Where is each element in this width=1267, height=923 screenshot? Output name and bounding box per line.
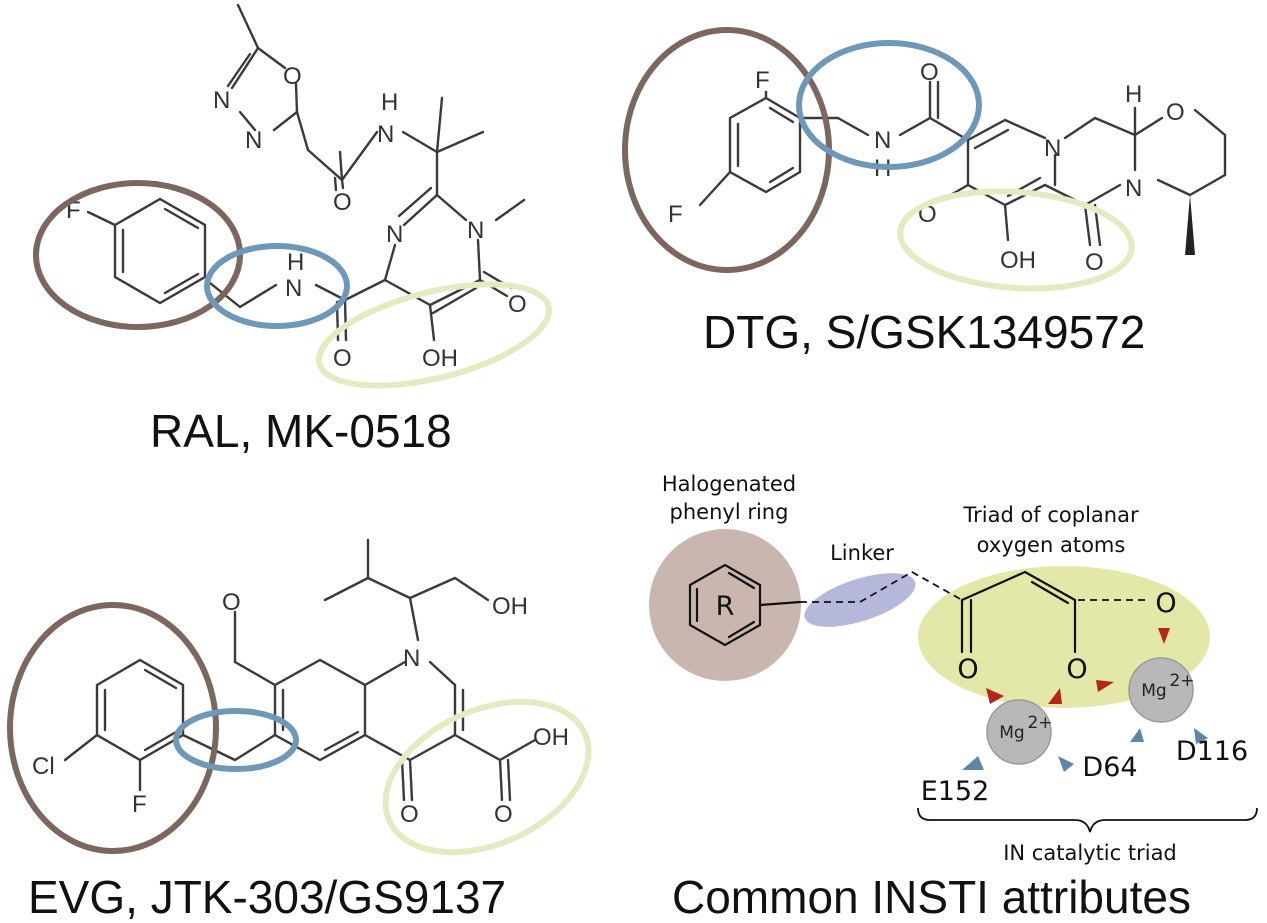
halogenated-label-line2: phenyl ring — [670, 500, 789, 524]
ral-chelating-highlight — [316, 281, 552, 389]
atom-oh: OH — [1000, 247, 1036, 274]
residue-d116: D116 — [1176, 736, 1248, 767]
residue-arrow — [1130, 728, 1144, 742]
atom-n: N — [874, 127, 891, 154]
atom-oh: OH — [533, 724, 569, 751]
atom-n: N — [377, 121, 394, 148]
residue-e152: E152 — [921, 776, 990, 807]
phenyl-ring-region — [649, 529, 801, 681]
halogenated-label-line1: Halogenated — [662, 472, 796, 496]
atom-o: O — [920, 59, 939, 86]
atom-o: O — [1085, 249, 1104, 276]
atom-f: F — [132, 791, 147, 818]
atom-oh: OH — [422, 345, 458, 372]
dtg-structure: F F O N H N H O N O OH O — [622, 27, 1227, 292]
dtg-chelating-highlight — [897, 188, 1135, 292]
atom-o: O — [1166, 99, 1185, 126]
evg-chelating-highlight — [382, 698, 592, 856]
mg-charge: 2+ — [1169, 671, 1194, 691]
atom-h: H — [1125, 81, 1142, 108]
atom-o: O — [400, 801, 419, 828]
ral-structure: O N N O H N N N O OH O H N F — [33, 3, 552, 389]
linker-region — [804, 573, 916, 627]
atom-oh: OH — [492, 593, 528, 620]
mg-label: Mg — [999, 723, 1024, 743]
atom-n: N — [285, 275, 302, 302]
mg-ion-a: Mg 2+ — [986, 699, 1053, 765]
mg-ion-b: Mg 2+ — [1128, 657, 1195, 723]
ral-phenyl-highlight — [33, 180, 243, 330]
coordination-arrow — [1096, 680, 1114, 692]
atom-n: N — [1044, 135, 1061, 162]
oxygen-atom-2: O — [1066, 654, 1087, 685]
evg-linker-highlight — [173, 708, 299, 772]
atom-o: O — [222, 589, 241, 616]
atom-cl: Cl — [32, 753, 55, 780]
mg-charge: 2+ — [1027, 713, 1052, 733]
residue-arrow — [962, 756, 984, 770]
atom-n: N — [245, 127, 262, 154]
atom-o: O — [333, 345, 352, 372]
catalytic-triad-brace — [917, 807, 1258, 833]
linker-label: Linker — [830, 541, 894, 565]
atom-n: N — [386, 221, 403, 248]
evg-structure: O N OH OH O O Cl F — [7, 538, 592, 856]
residue-arrow — [1058, 756, 1074, 772]
oxygen-atom-1: O — [957, 654, 978, 685]
atom-n: N — [403, 645, 420, 672]
common-caption: Common INSTI attributes — [672, 871, 1191, 923]
mg-label: Mg — [1141, 681, 1166, 701]
atom-n: N — [467, 217, 484, 244]
residue-d64: D64 — [1082, 752, 1137, 783]
coordination-arrow — [1158, 628, 1170, 644]
ral-linker-highlight — [204, 243, 350, 329]
dtg-linker-highlight — [796, 40, 982, 170]
dtg-caption: DTG, S/GSK1349572 — [703, 306, 1145, 358]
atom-h: H — [381, 89, 398, 116]
coordination-arrow — [1048, 688, 1062, 704]
ring-substituent-label: R — [716, 591, 735, 622]
insti-schematic: Halogenated phenyl ring Linker Triad of … — [649, 472, 1258, 865]
triad-label-line2: oxygen atoms — [977, 533, 1126, 557]
atom-n: N — [1125, 175, 1142, 202]
atom-o: O — [333, 189, 352, 216]
ral-caption: RAL, MK-0518 — [150, 405, 452, 457]
atom-o: O — [508, 291, 527, 318]
atom-n: N — [213, 87, 230, 114]
atom-h: H — [287, 249, 304, 276]
residue-arrow — [1194, 728, 1208, 744]
triad-label-line1: Triad of coplanar — [962, 503, 1139, 527]
catalytic-triad-label: IN catalytic triad — [1003, 841, 1177, 865]
atom-o: O — [494, 801, 513, 828]
atom-o: O — [283, 63, 302, 90]
atom-f: F — [668, 201, 683, 228]
evg-phenyl-highlight — [7, 602, 219, 854]
oxygen-atom-3: O — [1155, 588, 1176, 619]
atom-f: F — [755, 67, 770, 94]
evg-caption: EVG, JTK-303/GS9137 — [28, 871, 506, 923]
dtg-phenyl-highlight — [622, 27, 832, 273]
coordination-arrow — [986, 688, 1004, 704]
